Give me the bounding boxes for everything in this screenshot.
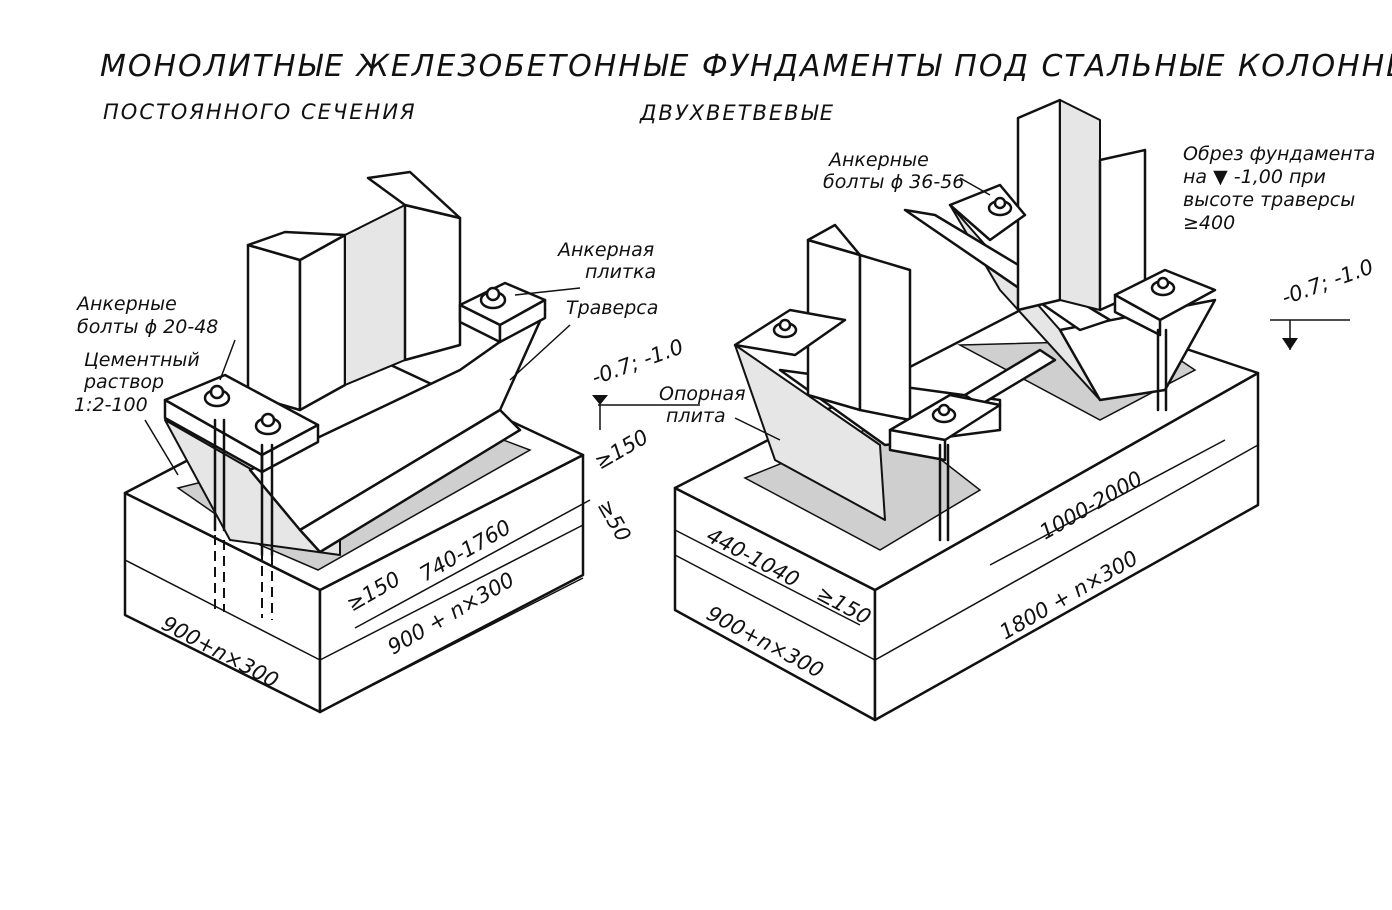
left-column-flange-front (246, 243, 302, 412)
left-traverse-label: Траверса (566, 297, 658, 319)
left-subtitle: ПОСТОЯННОГО СЕЧЕНИЯ (103, 100, 417, 124)
left-anchor-bolts-label-2: болты ϕ 20-48 (77, 316, 218, 338)
left-cement-label-1: Цементный (84, 349, 200, 371)
left-cement-label-2: раствор (83, 371, 164, 393)
right-support-plate-label-2: плита (666, 405, 726, 427)
left-anchor-plate-label-1: Анкерная (556, 239, 654, 261)
main-title: МОНОЛИТНЫЕ ЖЕЛЕЗОБЕТОННЫЕ ФУНДАМЕНТЫ ПОД… (100, 49, 1392, 84)
left-anchor-bolt-1 (203, 384, 231, 532)
right-anchor-bolt-1 (772, 318, 798, 339)
left-cement-label-3: 1:2-100 (74, 394, 148, 416)
right-anchor-bolt-4 (1150, 276, 1176, 412)
left-column-web (344, 204, 406, 386)
left-level-dim: -0.7; -1.0 (589, 334, 687, 389)
left-traverse-side (248, 308, 547, 532)
right-subtitle: ДВУХВЕТВЕВЫЕ (639, 101, 835, 125)
right-anchor-bolts-label-2: болты ϕ 36-56 (823, 171, 964, 193)
right-support-front (734, 344, 886, 521)
left-top-offset-dim: ≥150 (591, 425, 653, 475)
right-back-branch (1016, 98, 1062, 312)
right-foundation: Анкерные болты ϕ 36-56 Опорная плита Обр… (659, 98, 1377, 722)
left-anchor-bolt-3 (479, 286, 507, 310)
left-anchor-bolts-label-1: Анкерные (75, 293, 177, 315)
left-side-offset-dim: ≥50 (593, 496, 636, 546)
right-anchor-bolts-label-1: Анкерные (827, 149, 929, 171)
right-note-line-3: высоте траверсы (1183, 189, 1355, 211)
left-foundation: Анкерная плитка Траверса Анкерные болты … (74, 170, 700, 714)
right-note-line-1: Обрез фундамента (1183, 143, 1375, 165)
right-anchor-bolt-3 (987, 196, 1013, 217)
right-note-line-2: на ▼ -1,00 при (1183, 166, 1326, 188)
right-level-dim: -0.7; -1.0 (1279, 254, 1377, 309)
left-anchor-plate-label-2: плитка (585, 261, 656, 283)
right-note-line-4: ≥400 (1183, 212, 1235, 234)
right-anchor-bolt-2 (931, 403, 957, 542)
right-support-plate-label-1: Опорная (659, 383, 746, 405)
left-anchor-bolt-2 (254, 412, 282, 557)
left-column-flange-back (403, 203, 462, 362)
